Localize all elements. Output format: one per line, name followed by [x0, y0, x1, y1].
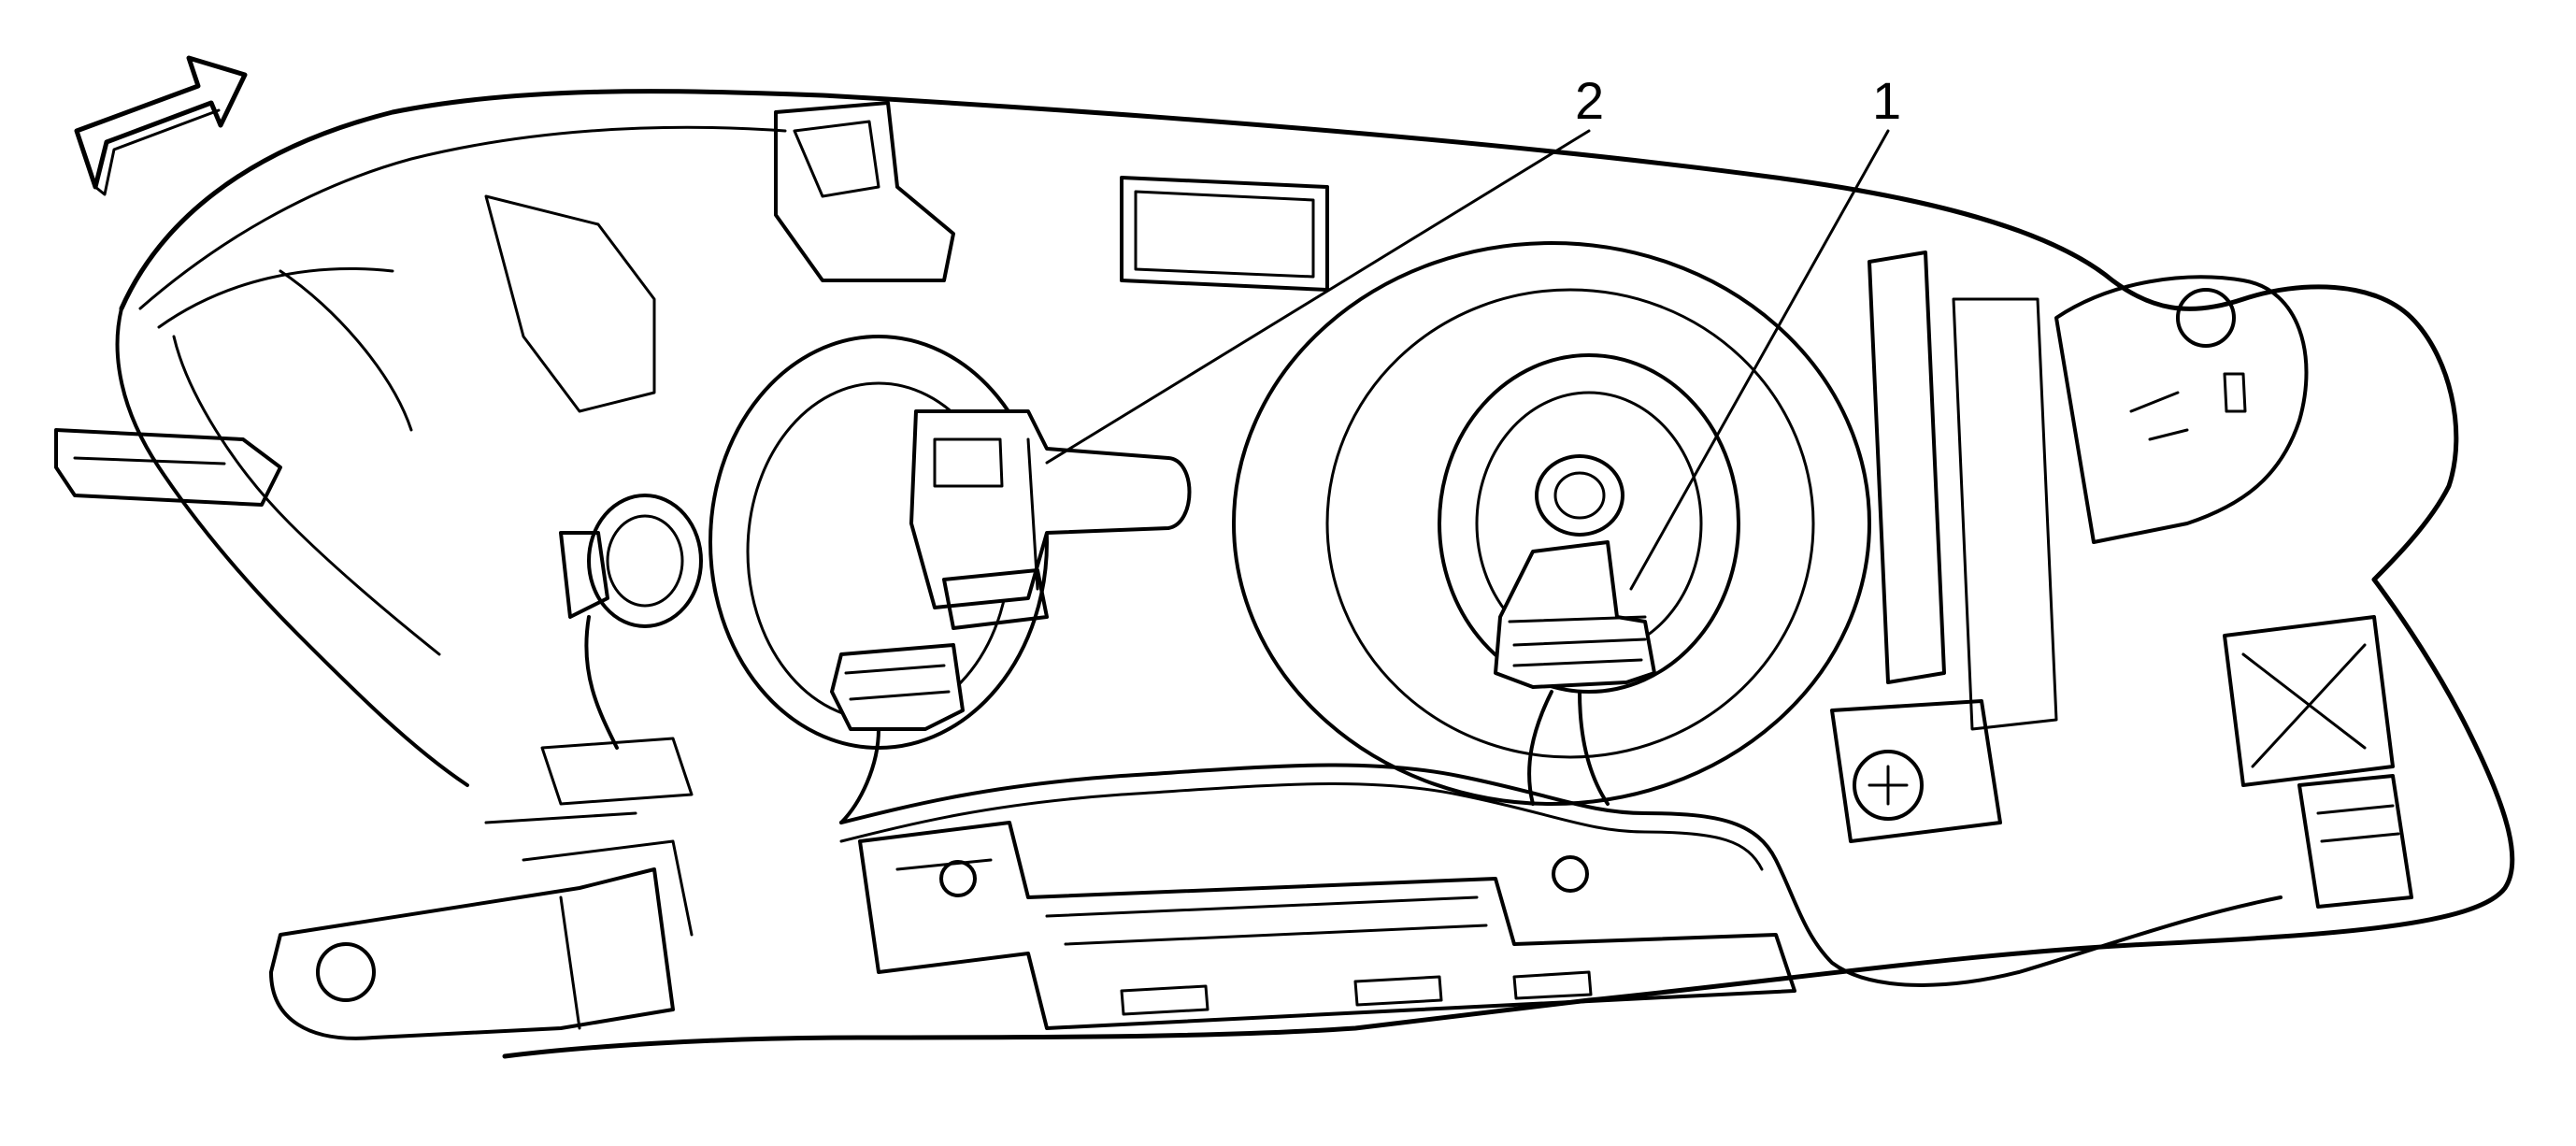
- front-arrow-icon: [77, 58, 245, 187]
- right-mounting-tab: [2056, 277, 2307, 542]
- left-mounting-tab: [271, 869, 673, 1039]
- right-vertical-bracket: [1869, 252, 1944, 682]
- callout-2-label: 2: [1575, 71, 1605, 130]
- callout-1-label: 1: [1872, 71, 1902, 130]
- bulb-socket: [1537, 456, 1623, 535]
- reflector-outer-ring: [1234, 243, 1869, 804]
- callout-2-leader: [1047, 131, 1589, 463]
- callout-1-leader: [1631, 131, 1888, 589]
- wiring-harness: [841, 765, 2281, 984]
- headlamp-housing-outline: [122, 92, 2512, 1056]
- lower-mounting-bracket: [860, 823, 1795, 1028]
- bulb: [911, 411, 1190, 628]
- connector: [1496, 542, 1654, 804]
